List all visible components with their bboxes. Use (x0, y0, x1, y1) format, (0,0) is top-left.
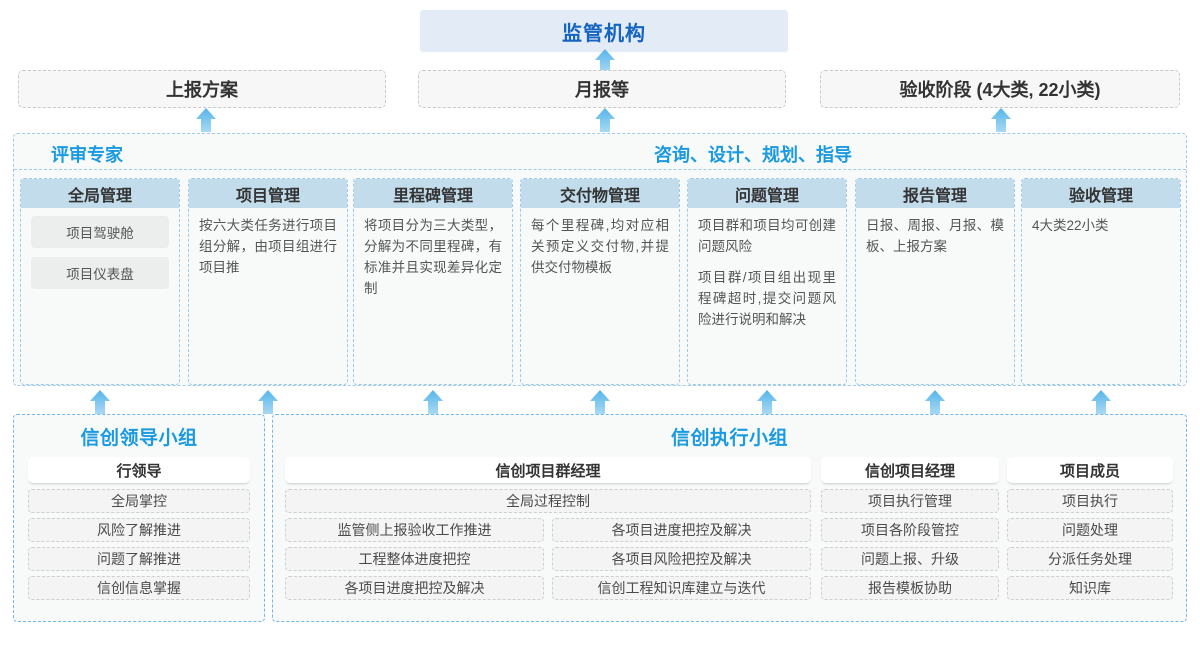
arrow-up-to-report-monthly (594, 107, 616, 133)
card-body: 将项目分为三大类型，分解为不同里程碑，有标准并且实现差异化定制 (354, 208, 512, 300)
task-pill[interactable]: 问题上报、升级 (821, 547, 999, 571)
arrow-up-to-card-4 (589, 389, 611, 415)
program-manager-task-row: 工程整体进度把控 各项目风险把控及解决 (285, 547, 811, 576)
arrow-up-to-card-1 (89, 389, 111, 415)
program-manager-task-row: 各项目进度把控及解决 信创工程知识库建立与迭代 (285, 576, 811, 605)
task-pill[interactable]: 工程整体进度把控 (285, 547, 544, 571)
task-pill[interactable]: 项目执行管理 (821, 489, 999, 513)
task-pill[interactable]: 监管侧上报验收工作推进 (285, 518, 544, 542)
task-pill[interactable]: 问题了解推进 (28, 547, 250, 571)
card-body: 项目驾驶舱 项目仪表盘 (21, 208, 179, 289)
arrow-up-to-card-5 (756, 389, 778, 415)
role-header-program-manager[interactable]: 信创项目群经理 (285, 457, 811, 483)
task-pill[interactable]: 各项目风险把控及解决 (552, 547, 811, 571)
role-header-project-member[interactable]: 项目成员 (1007, 457, 1173, 483)
card-title: 报告管理 (856, 179, 1014, 208)
task-pill[interactable]: 报告模板协助 (821, 576, 999, 600)
card-body: 日报、周报、月报、模板、上报方案 (856, 208, 1014, 258)
card-milestone-management[interactable]: 里程碑管理 将项目分为三大类型，分解为不同里程碑，有标准并且实现差异化定制 (353, 178, 513, 385)
card-title: 交付物管理 (521, 179, 679, 208)
arrow-up-to-top-title (594, 48, 616, 74)
top-title-supervisory-agency: 监管机构 (420, 10, 788, 52)
card-body: 每个里程碑,均对应相关预定义交付物,并提供交付物模板 (521, 208, 679, 279)
card-project-management[interactable]: 项目管理 按六大类任务进行项目组分解，由项目组进行项目推 (188, 178, 348, 385)
task-pill[interactable]: 各项目进度把控及解决 (552, 518, 811, 542)
program-manager-column: 信创项目群经理 全局过程控制 监管侧上报验收工作推进 各项目进度把控及解决 工程… (285, 457, 811, 605)
report-box-monthly[interactable]: 月报等 (418, 70, 786, 108)
card-title: 问题管理 (688, 179, 846, 208)
banner-consulting-design: 咨询、设计、规划、指导 (654, 145, 852, 165)
report-box-acceptance[interactable]: 验收阶段 (4大类, 22小类) (820, 70, 1180, 108)
task-pill-global-process-control[interactable]: 全局过程控制 (285, 489, 811, 513)
task-pill[interactable]: 各项目进度把控及解决 (285, 576, 544, 600)
card-paragraph: 按六大类任务进行项目组分解，由项目组进行项目推 (199, 218, 337, 275)
task-pill[interactable]: 分派任务处理 (1007, 547, 1173, 571)
task-pill[interactable]: 信创信息掌握 (28, 576, 250, 600)
task-pill[interactable]: 全局掌控 (28, 489, 250, 513)
report-label-1: 月报等 (575, 80, 629, 100)
program-manager-task-row: 监管侧上报验收工作推进 各项目进度把控及解决 (285, 518, 811, 547)
card-acceptance-management[interactable]: 验收管理 4大类22小类 (1021, 178, 1181, 385)
card-body: 项目群和项目均可创建问题风险 项目群/项目组出现里程碑超时,提交问题风险进行说明… (688, 208, 846, 331)
arrow-up-to-report-acceptance (990, 107, 1012, 133)
card-pill[interactable]: 项目驾驶舱 (31, 216, 169, 248)
card-title: 全局管理 (21, 179, 179, 208)
card-paragraph: 日报、周报、月报、模板、上报方案 (866, 218, 1004, 254)
arrow-up-to-card-6 (924, 389, 946, 415)
task-pill[interactable]: 知识库 (1007, 576, 1173, 600)
card-deliverable-management[interactable]: 交付物管理 每个里程碑,均对应相关预定义交付物,并提供交付物模板 (520, 178, 680, 385)
card-paragraph: 4大类22小类 (1032, 218, 1109, 233)
task-pill[interactable]: 风险了解推进 (28, 518, 250, 542)
exec-group-title: 信创执行小组 (670, 428, 788, 449)
card-global-management[interactable]: 全局管理 项目驾驶舱 项目仪表盘 (20, 178, 180, 385)
card-paragraph: 每个里程碑,均对应相关预定义交付物,并提供交付物模板 (531, 218, 669, 275)
report-box-plan[interactable]: 上报方案 (18, 70, 386, 108)
arrow-up-to-card-3 (422, 389, 444, 415)
report-label-2: 验收阶段 (4大类, 22小类) (899, 80, 1101, 100)
project-manager-column: 信创项目经理 项目执行管理 项目各阶段管控 问题上报、升级 报告模板协助 (821, 457, 999, 605)
card-body: 按六大类任务进行项目组分解，由项目组进行项目推 (189, 208, 347, 279)
leader-role-column: 行领导 全局掌控 风险了解推进 问题了解推进 信创信息掌握 (28, 457, 250, 605)
arrow-up-to-card-7 (1090, 389, 1112, 415)
task-pill[interactable]: 项目各阶段管控 (821, 518, 999, 542)
project-member-column: 项目成员 项目执行 问题处理 分派任务处理 知识库 (1007, 457, 1173, 605)
card-title: 验收管理 (1022, 179, 1180, 208)
card-paragraph: 将项目分为三大类型，分解为不同里程碑，有标准并且实现差异化定制 (364, 218, 502, 296)
card-paragraph: 项目群和项目均可创建问题风险 (698, 218, 836, 254)
top-title-text: 监管机构 (562, 22, 646, 45)
task-pill[interactable]: 信创工程知识库建立与迭代 (552, 576, 811, 600)
leader-group-panel: 信创领导小组 行领导 全局掌控 风险了解推进 问题了解推进 信创信息掌握 (13, 414, 265, 622)
banner-review-experts: 评审专家 (51, 145, 123, 165)
arrow-up-to-card-2 (257, 389, 279, 415)
card-title: 里程碑管理 (354, 179, 512, 208)
management-layer-banner (14, 134, 1186, 170)
task-pill[interactable]: 项目执行 (1007, 489, 1173, 513)
leader-group-title: 信创领导小组 (80, 428, 198, 449)
card-title: 项目管理 (189, 179, 347, 208)
arrow-up-to-report-plan (195, 107, 217, 133)
card-report-management[interactable]: 报告管理 日报、周报、月报、模板、上报方案 (855, 178, 1015, 385)
card-issue-management[interactable]: 问题管理 项目群和项目均可创建问题风险 项目群/项目组出现里程碑超时,提交问题风… (687, 178, 847, 385)
role-header-bank-leader[interactable]: 行领导 (28, 457, 250, 483)
report-label-0: 上报方案 (166, 80, 238, 100)
card-body: 4大类22小类 (1022, 208, 1180, 237)
task-pill[interactable]: 问题处理 (1007, 518, 1173, 542)
exec-group-panel: 信创执行小组 信创项目群经理 全局过程控制 监管侧上报验收工作推进 各项目进度把… (272, 414, 1187, 622)
card-pill[interactable]: 项目仪表盘 (31, 257, 169, 289)
card-paragraph: 项目群/项目组出现里程碑超时,提交问题风险进行说明和解决 (698, 269, 836, 327)
role-header-project-manager[interactable]: 信创项目经理 (821, 457, 999, 483)
